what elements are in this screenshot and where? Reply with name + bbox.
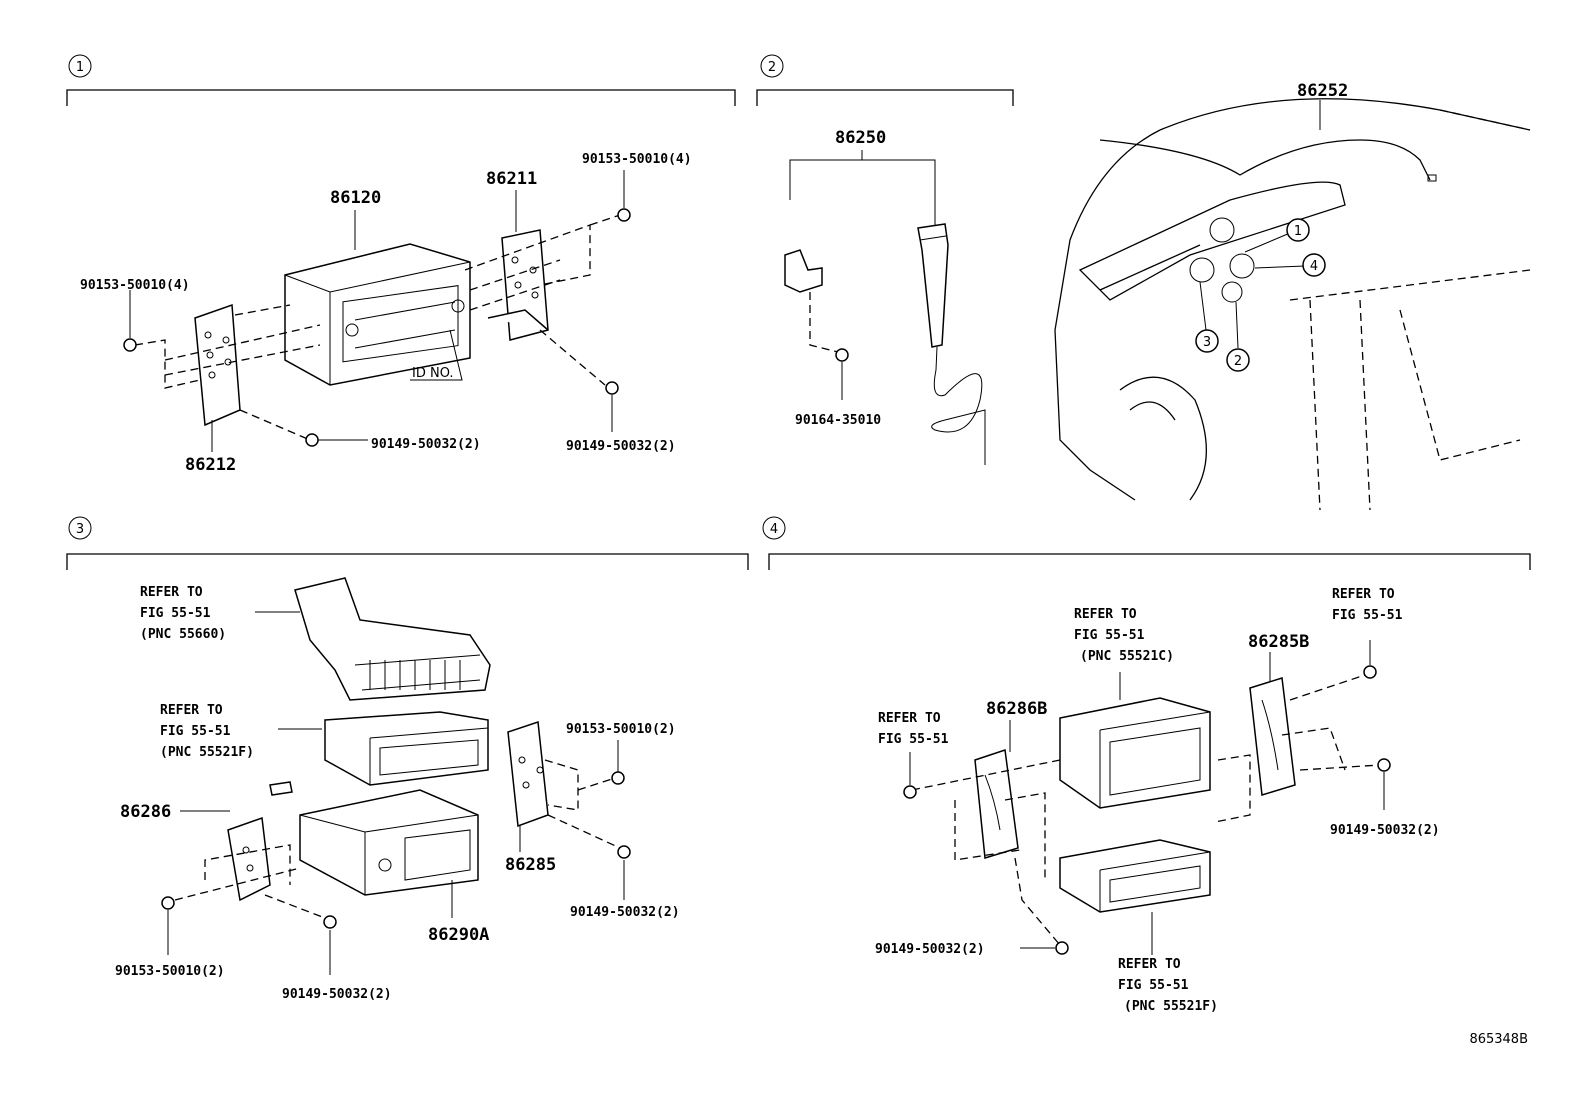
section-2-drawing: 86250 90164-35010 — [784, 81, 1531, 511]
label-90149-50032-right: 90149-50032(2) — [566, 439, 676, 454]
label-90153-50010-left: 90153-50010(4) — [80, 278, 190, 293]
label-s4-90149-50032-left: 90149-50032(2) — [875, 942, 985, 957]
section-1-drawing: 86120 86211 86212 90153-50010(4) 90153-5… — [80, 152, 692, 475]
label-s4-refer1-l3: (PNC 55521C) — [1080, 649, 1174, 664]
svg-text:4: 4 — [1310, 259, 1318, 274]
section-1-header: 1 — [66, 54, 736, 106]
screw-icon — [305, 433, 319, 447]
bolt-icon — [123, 338, 137, 352]
label-s3-90153-50010-left: 90153-50010(2) — [115, 964, 225, 979]
label-s4-refer4-l3: (PNC 55521F) — [1124, 999, 1218, 1014]
inset-callout-3: 3 — [1195, 329, 1219, 353]
label-s4-refer3-l2: FIG 55-51 — [878, 732, 949, 747]
label-86212: 86212 — [185, 455, 236, 475]
screw-icon — [835, 348, 849, 362]
label-86286: 86286 — [120, 802, 171, 822]
label-s4-refer1-l1: REFER TO — [1074, 607, 1137, 622]
label-s4-refer1-l2: FIG 55-51 — [1074, 628, 1145, 643]
label-s4-refer4-l2: FIG 55-51 — [1118, 978, 1189, 993]
svg-text:2: 2 — [1234, 354, 1242, 369]
label-86286b: 86286B — [986, 699, 1047, 719]
screw-icon — [617, 845, 631, 859]
label-86120: 86120 — [330, 188, 381, 208]
label-id-no: ID NO. — [412, 366, 454, 381]
bolt-icon — [617, 208, 631, 222]
label-86250: 86250 — [835, 128, 886, 148]
section-4-drawing: REFER TO FIG 55-51 (PNC 55521C) REFER TO… — [875, 587, 1440, 1014]
label-s3-refer2-l3: (PNC 55521F) — [160, 745, 254, 760]
label-s4-90149-50032-right: 90149-50032(2) — [1330, 823, 1440, 838]
bolt-icon — [611, 771, 625, 785]
label-86290a: 86290A — [428, 925, 489, 945]
mic-clip — [784, 249, 823, 293]
screw-icon — [1377, 758, 1391, 772]
figure-id: 865348B — [1469, 1032, 1528, 1047]
bolt-icon — [903, 785, 917, 799]
label-86285: 86285 — [505, 855, 556, 875]
pocket-upper — [1059, 697, 1211, 809]
bracket-86211 — [487, 229, 549, 341]
label-90164-35010: 90164-35010 — [795, 413, 881, 428]
svg-text:3: 3 — [1203, 335, 1211, 350]
inset-callout-1: 1 — [1286, 218, 1310, 242]
label-s4-refer2-l2: FIG 55-51 — [1332, 608, 1403, 623]
label-s4-refer2-l1: REFER TO — [1332, 587, 1395, 602]
label-s3-90149-50032-right: 90149-50032(2) — [570, 905, 680, 920]
label-s3-90153-50010-right: 90153-50010(2) — [566, 722, 676, 737]
label-s3-refer2-l1: REFER TO — [160, 703, 223, 718]
section-4-header: 4 — [762, 516, 1531, 570]
bracket-86286 — [227, 816, 271, 902]
screw-icon — [1055, 941, 1069, 955]
label-s3-refer1-l3: (PNC 55660) — [140, 627, 226, 642]
bolt-icon — [1363, 665, 1377, 679]
section-1-number: 1 — [76, 60, 84, 75]
head-unit-86120 — [284, 243, 471, 386]
label-s3-refer2-l2: FIG 55-51 — [160, 724, 231, 739]
van-illustration — [1054, 98, 1531, 511]
label-86211: 86211 — [486, 169, 537, 189]
screw-icon — [323, 915, 337, 929]
microphone — [917, 223, 986, 465]
inset-callout-2: 2 — [1226, 348, 1250, 372]
bracket-86286b — [974, 749, 1019, 859]
label-s4-refer3-l1: REFER TO — [878, 711, 941, 726]
label-s3-refer1-l2: FIG 55-51 — [140, 606, 211, 621]
label-s4-refer4-l1: REFER TO — [1118, 957, 1181, 972]
pocket-lower — [1059, 839, 1211, 913]
bolt-icon — [161, 896, 175, 910]
label-86285b: 86285B — [1248, 632, 1309, 652]
label-86252: 86252 — [1297, 81, 1348, 101]
section-3-header: 3 — [66, 516, 749, 570]
inset-callout-4: 4 — [1302, 253, 1326, 277]
air-duct — [294, 577, 491, 701]
bracket-86285 — [507, 720, 549, 828]
section-3-drawing: REFER TO FIG 55-51 (PNC 55660) REFER TO … — [115, 577, 680, 1002]
bracket-86285b — [1249, 677, 1296, 796]
section-3-number: 3 — [76, 522, 84, 537]
label-s3-90149-50032-bottom: 90149-50032(2) — [282, 987, 392, 1002]
label-90153-50010-top: 90153-50010(4) — [582, 152, 692, 167]
section-2-header: 2 — [756, 54, 1014, 106]
screw-icon — [605, 381, 619, 395]
pocket-tray — [324, 711, 489, 786]
label-90149-50032-bottom: 90149-50032(2) — [371, 437, 481, 452]
section-2-number: 2 — [768, 60, 776, 75]
svg-text:1: 1 — [1294, 224, 1302, 239]
section-4-number: 4 — [770, 522, 778, 537]
head-unit-86290a — [299, 789, 479, 896]
label-s3-refer1-l1: REFER TO — [140, 585, 203, 600]
